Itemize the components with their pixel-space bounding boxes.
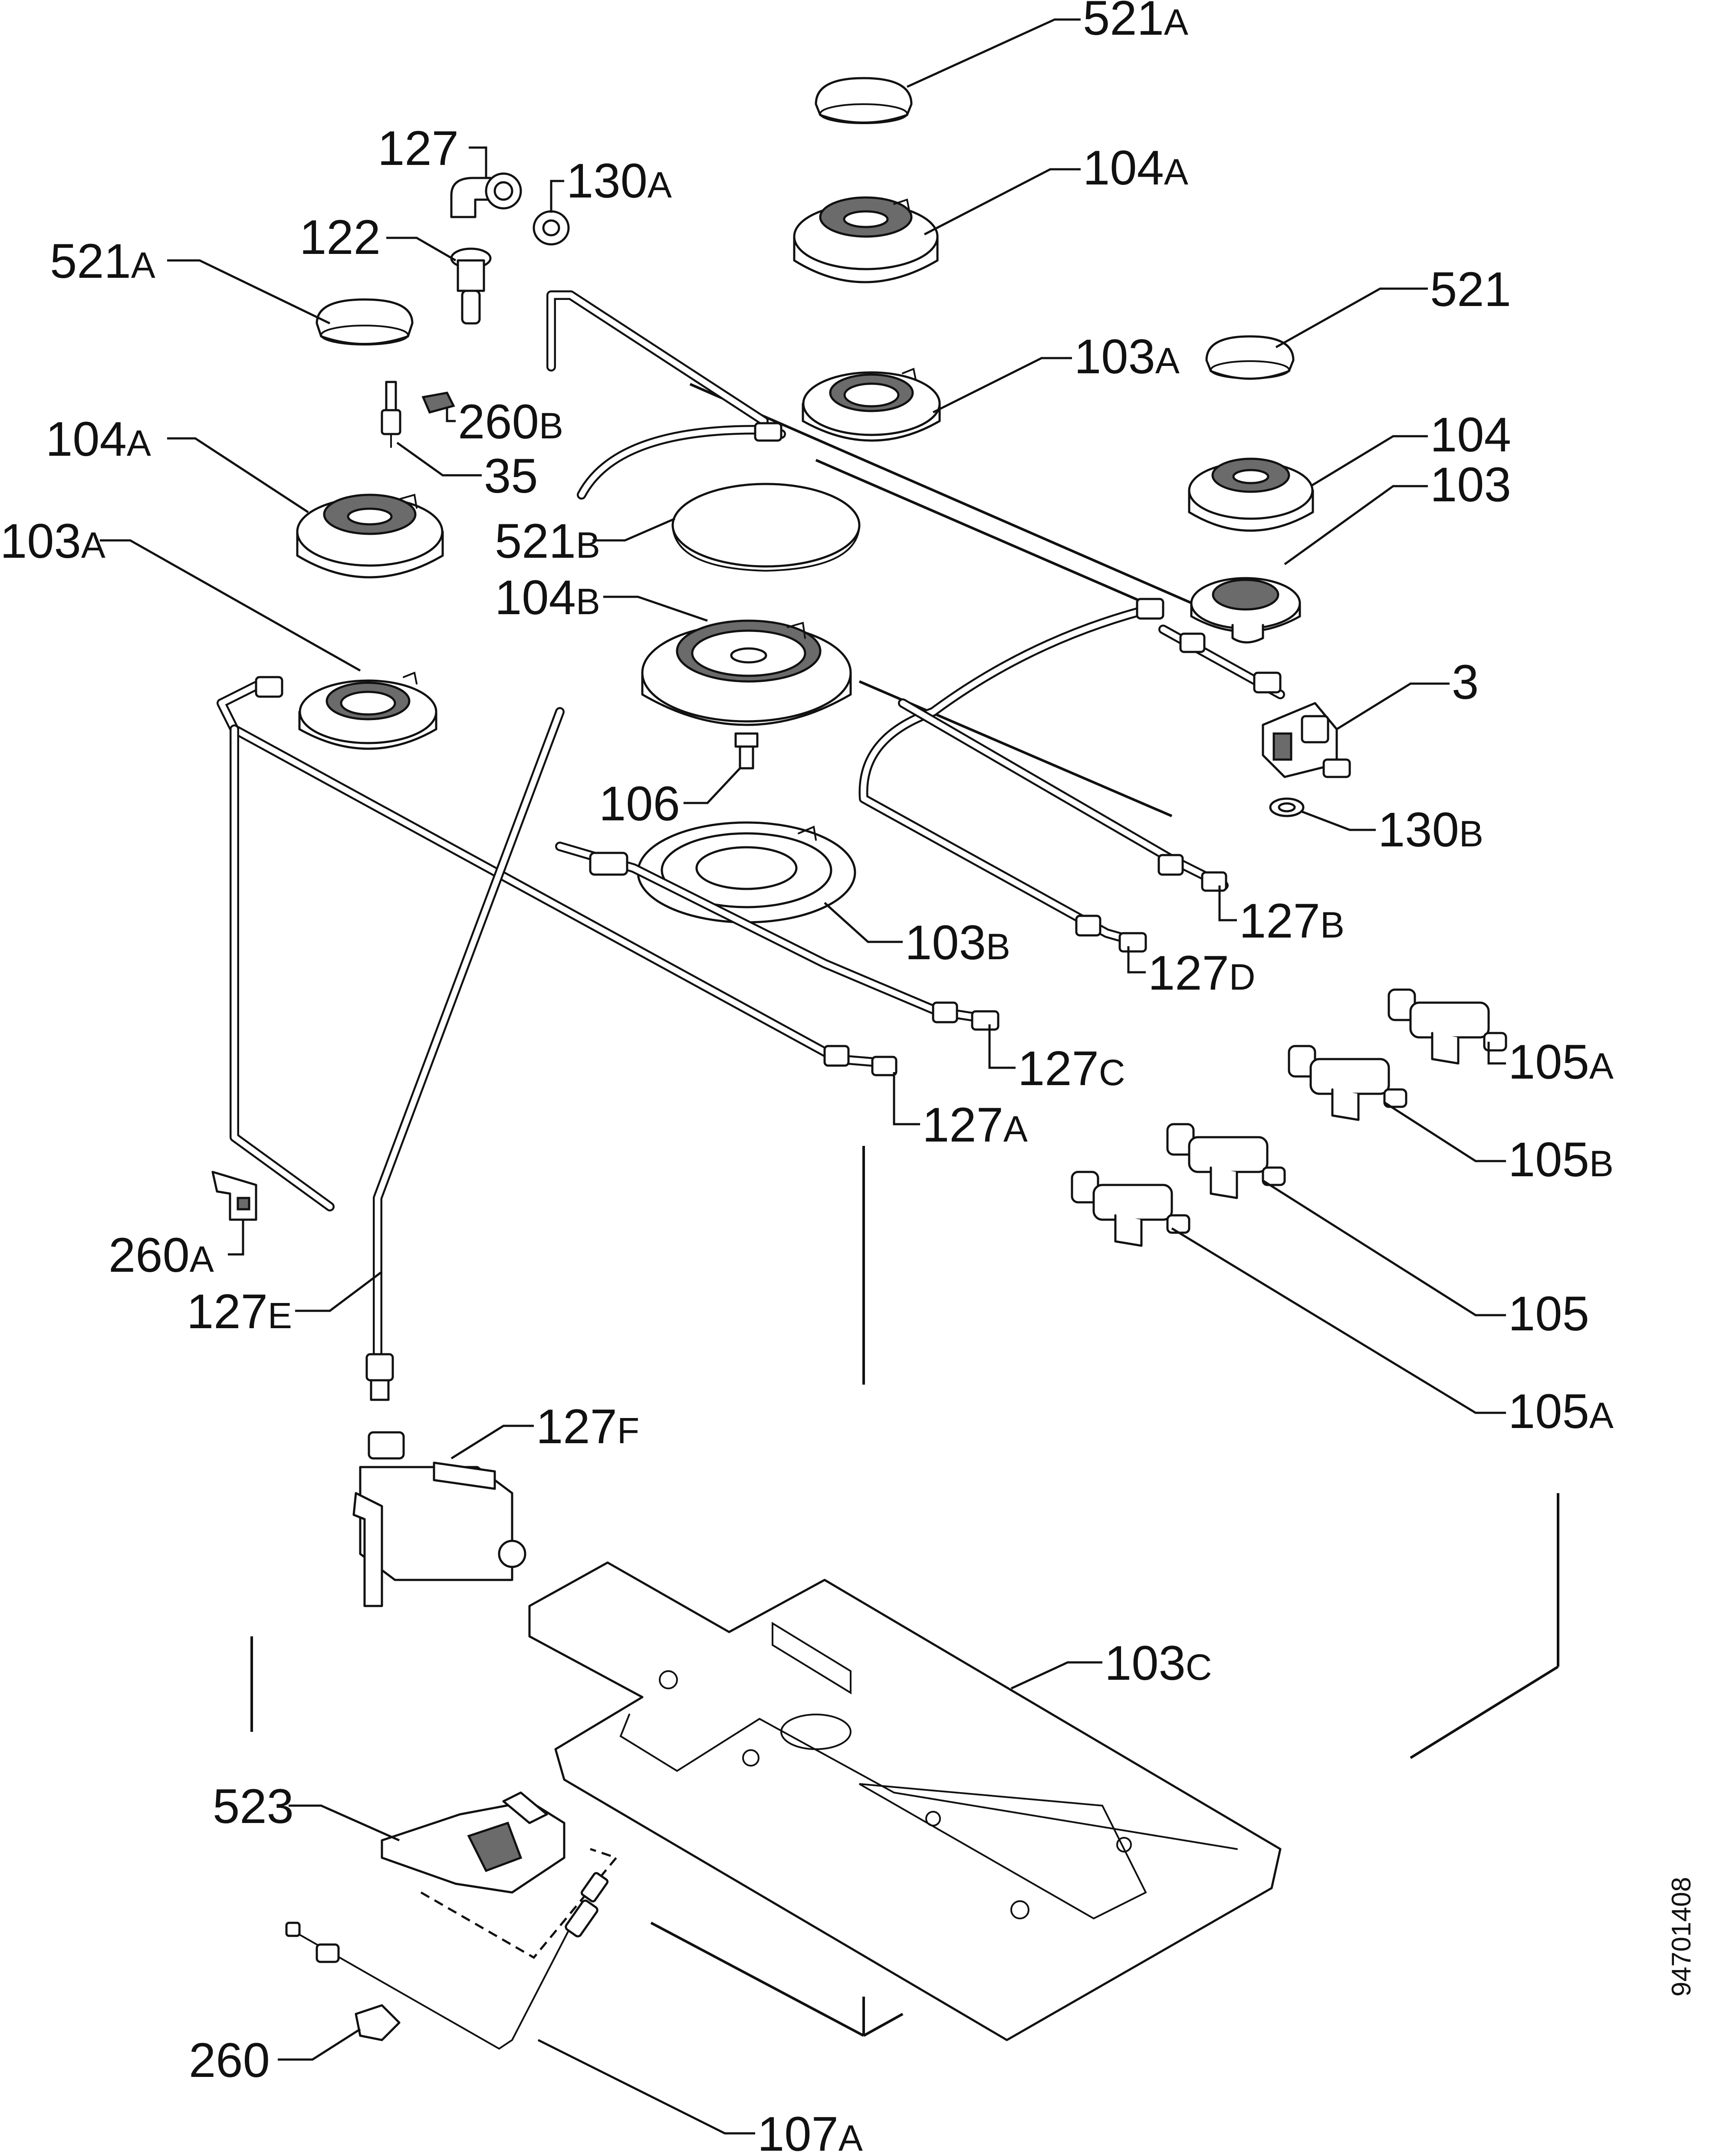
label-105b: 105B [1508,1132,1614,1187]
label-103a-left: 103A [0,514,105,568]
label-105a-lower: 105A [1508,1384,1614,1438]
injector-122 [450,247,492,325]
burner-base-103a-top [802,368,941,442]
burner-cap-521b [671,483,861,572]
burner-cap-521a-left [316,298,414,346]
burner-base-103-right [1190,577,1301,644]
dashed-enclosure [420,1848,618,1959]
fittings [255,422,1282,1401]
label-104a-left: 104A [46,412,151,466]
label-105: 105 [1508,1287,1589,1341]
valve-105 [1166,1123,1286,1199]
label-104a-top: 104A [1083,141,1188,195]
clip-260b [421,392,455,414]
clip-260 [285,1922,401,2041]
burner-cap-521-right [1205,335,1295,380]
label-103c: 103C [1105,1636,1212,1690]
clip-260a [211,1171,257,1221]
label-103b: 103B [905,915,1010,970]
burner-crown-104-right [1188,457,1314,532]
label-127e: 127E [187,1284,292,1339]
burner-crown-104a-left [296,494,444,579]
part-labels: 521A 104A 521 103A 104 103 3 130B 127B 1… [0,0,1614,2152]
washer-130b [1269,797,1305,817]
label-521a-top: 521A [1083,0,1188,45]
safety-valve-127f [352,1431,526,1607]
gas-tap-3 [1262,702,1351,778]
label-521a-left: 521A [50,234,155,288]
label-127f: 127F [536,1399,639,1454]
valve-105b [1288,1045,1407,1121]
label-260: 260 [189,2033,270,2087]
label-105a-upper: 105A [1508,1035,1614,1089]
leader-lines [100,18,1506,2135]
label-35: 35 [484,449,538,503]
burner-base-103b [637,821,856,924]
spark-plug [565,1872,609,1938]
label-521-right: 521 [1430,262,1511,316]
base-plate-103c [528,1561,1282,2041]
injector-106 [734,732,759,770]
label-104-right: 104 [1430,408,1511,462]
drawing-code: 94701408 [1667,1877,1697,1997]
label-260a: 260A [108,1228,214,1282]
label-127d: 127D [1148,946,1256,1000]
label-127c: 127C [1018,1041,1125,1096]
valve-105a-lower [1071,1171,1190,1247]
label-122: 122 [299,210,381,264]
label-106: 106 [599,777,680,831]
label-521b: 521B [495,514,600,568]
label-127b: 127B [1239,894,1345,948]
burner-crown-104b [641,619,852,726]
label-127: 127 [378,121,459,175]
label-3: 3 [1452,655,1479,709]
label-523: 523 [213,1779,294,1833]
label-103a-top: 103A [1074,329,1180,384]
label-130a: 130A [566,154,672,208]
ignition-switch-523 [381,1791,566,1894]
nut-130a [533,210,570,246]
burner-cap-521a-top [815,77,913,124]
electrode-35 [381,381,401,448]
label-107a: 107A [757,2107,863,2152]
burner-crown-104a-top [793,196,939,283]
label-103-right: 103 [1430,457,1511,512]
label-260b: 260B [458,395,563,449]
label-130b: 130B [1378,803,1483,857]
label-104b: 104B [495,570,600,625]
burner-base-103a-left [298,671,437,750]
label-127a: 127A [922,1098,1028,1152]
elbow-fitting-127 [450,172,522,218]
